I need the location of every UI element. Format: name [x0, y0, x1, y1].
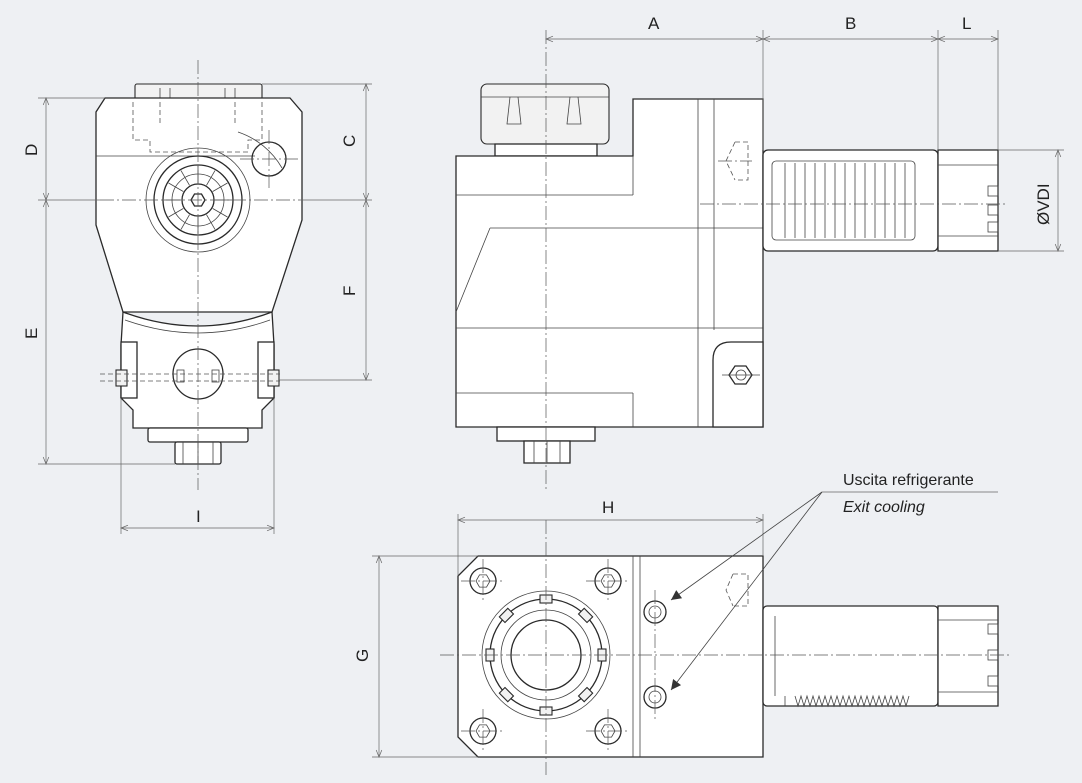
- coolant-leaders: [670, 491, 998, 691]
- dim-label-d: D: [22, 144, 41, 156]
- dim-label-g: G: [353, 649, 372, 662]
- dim-label-c: C: [340, 135, 359, 147]
- side-dimensions: [545, 30, 1064, 252]
- corner-bolt: [586, 559, 630, 603]
- front-dimensions: [38, 83, 372, 534]
- side-view: [455, 30, 1005, 492]
- corner-bolt: [461, 709, 505, 753]
- shank-threads: [784, 163, 906, 238]
- callout-english: Exit cooling: [843, 499, 925, 516]
- dim-label-vdi: ØVDI: [1034, 183, 1053, 225]
- top-dimensions: [372, 514, 764, 758]
- front-view: [95, 60, 303, 490]
- dim-label-f: F: [340, 286, 359, 296]
- top-view: [440, 520, 1010, 775]
- dim-label-b: B: [845, 14, 856, 33]
- dim-label-i: I: [196, 507, 201, 526]
- corner-bolts: [461, 559, 630, 753]
- dim-label-l: L: [962, 14, 971, 33]
- spindle-lugs: [485, 594, 607, 716]
- callout-italian: Uscita refrigerante: [843, 472, 974, 489]
- dim-label-e: E: [22, 328, 41, 339]
- corner-bolt: [461, 559, 505, 603]
- dim-label-h: H: [602, 498, 614, 517]
- corner-bolt: [586, 709, 630, 753]
- dim-label-a: A: [648, 14, 660, 33]
